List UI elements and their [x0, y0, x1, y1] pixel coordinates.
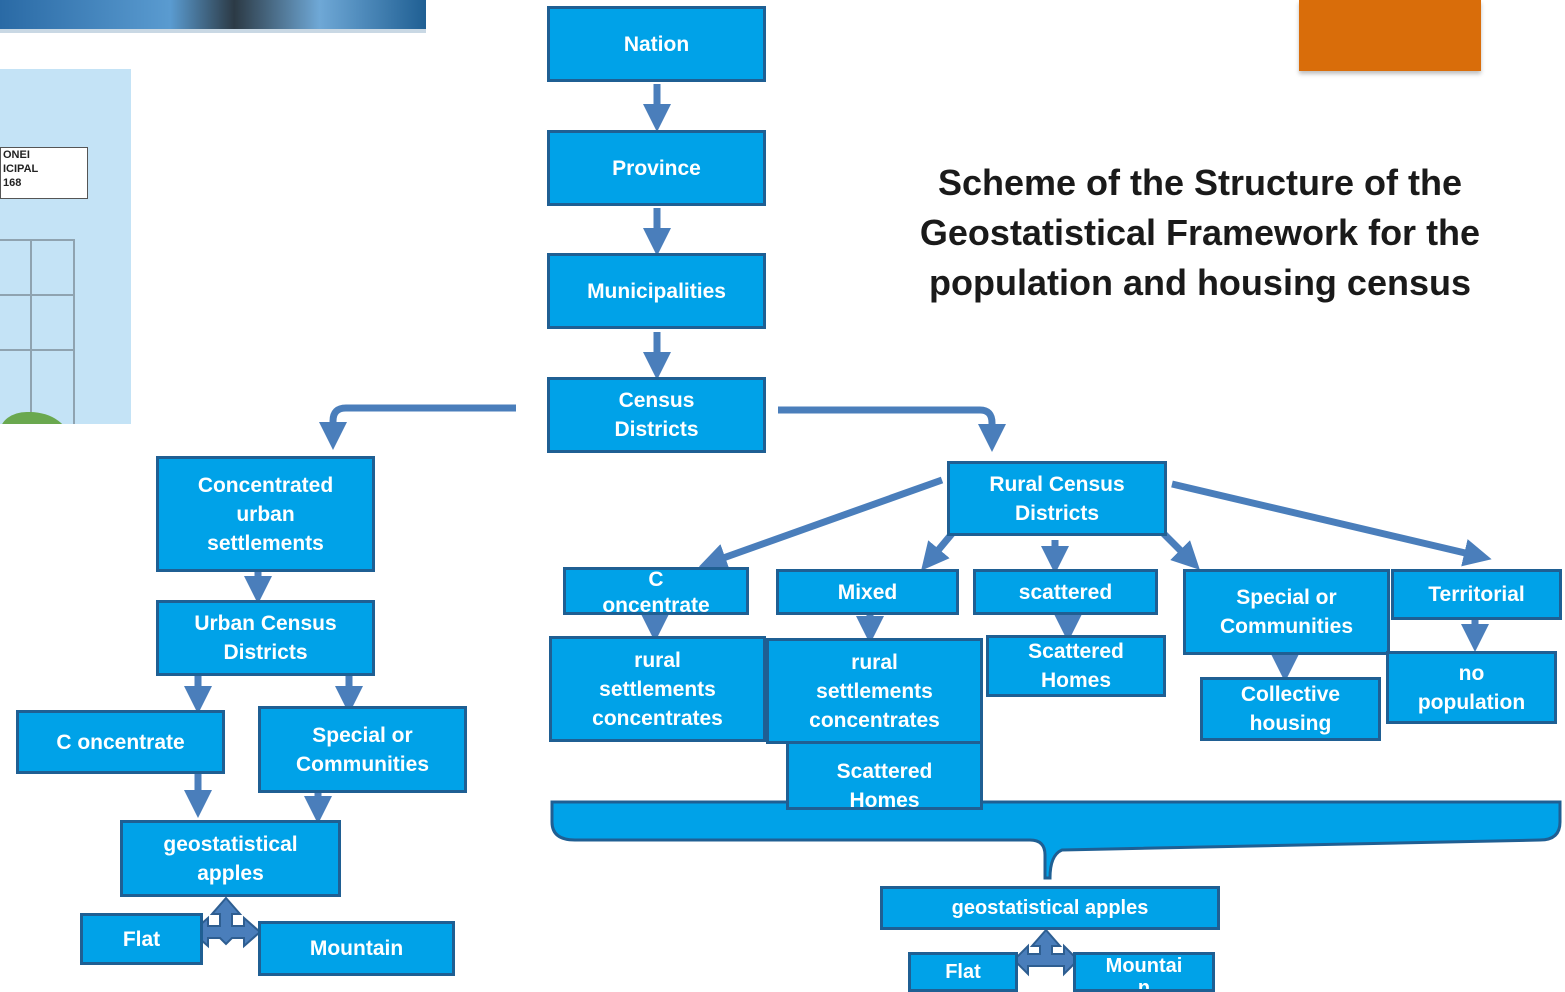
diagram-title: Scheme of the Structure of the Geostatis… [919, 162, 1481, 303]
node-rural-scattered: scattered [973, 569, 1158, 615]
grouping-brace [550, 800, 1562, 880]
node-rural-mixed: Mixed [776, 569, 959, 615]
node-urban-concentrate: C oncentrate [16, 710, 225, 774]
node-urban-geostatistical-apples: geostatistical apples [120, 820, 341, 897]
node-concentrate-rural-settlements: rural settlements concentrates [549, 636, 766, 742]
node-rural-geostatistical-apples: geostatistical apples [880, 886, 1220, 930]
orange-accent-block [1299, 0, 1481, 71]
node-municipalities: Municipalities [547, 253, 766, 329]
node-scattered-homes: Scattered Homes [986, 635, 1166, 697]
node-urban-mountain: Mountain [258, 921, 455, 976]
arrow-rural-territorial [1171, 480, 1492, 567]
double-arrow-rural [1012, 928, 1080, 977]
node-rural-territorial: Territorial [1391, 569, 1562, 620]
node-rural-flat: Flat [908, 952, 1018, 992]
node-rural-special-communities: Special or Communities [1183, 569, 1390, 655]
node-nation: Nation [547, 6, 766, 82]
node-mixed-rural-settlements: rural settlements concentrates [766, 638, 983, 744]
map-label: ONEI ICIPAL 168 [0, 147, 88, 199]
node-urban-special-communities: Special or Communities [258, 706, 467, 793]
building-photo [0, 0, 426, 33]
node-collective-housing: Collective housing [1200, 677, 1381, 741]
node-urban-census-districts: Urban Census Districts [156, 600, 375, 676]
arrow-rural-concentrate [698, 476, 944, 571]
arrow-census-rural [778, 406, 1006, 452]
node-census-districts: Census Districts [547, 377, 766, 453]
node-rural-mountain: Mountai n [1073, 952, 1215, 992]
node-province: Province [547, 130, 766, 206]
node-urban-flat: Flat [80, 913, 203, 965]
node-concentrated-urban-settlements: Concentrated urban settlements [156, 456, 375, 572]
double-arrow-urban [190, 896, 262, 949]
node-no-population: no population [1386, 651, 1557, 724]
node-rural-census-districts: Rural Census Districts [947, 461, 1167, 536]
arrow-census-urban [319, 404, 516, 450]
municipal-map: ONEI ICIPAL 168 [0, 69, 131, 424]
node-rural-concentrate: C oncentrate [563, 567, 749, 617]
